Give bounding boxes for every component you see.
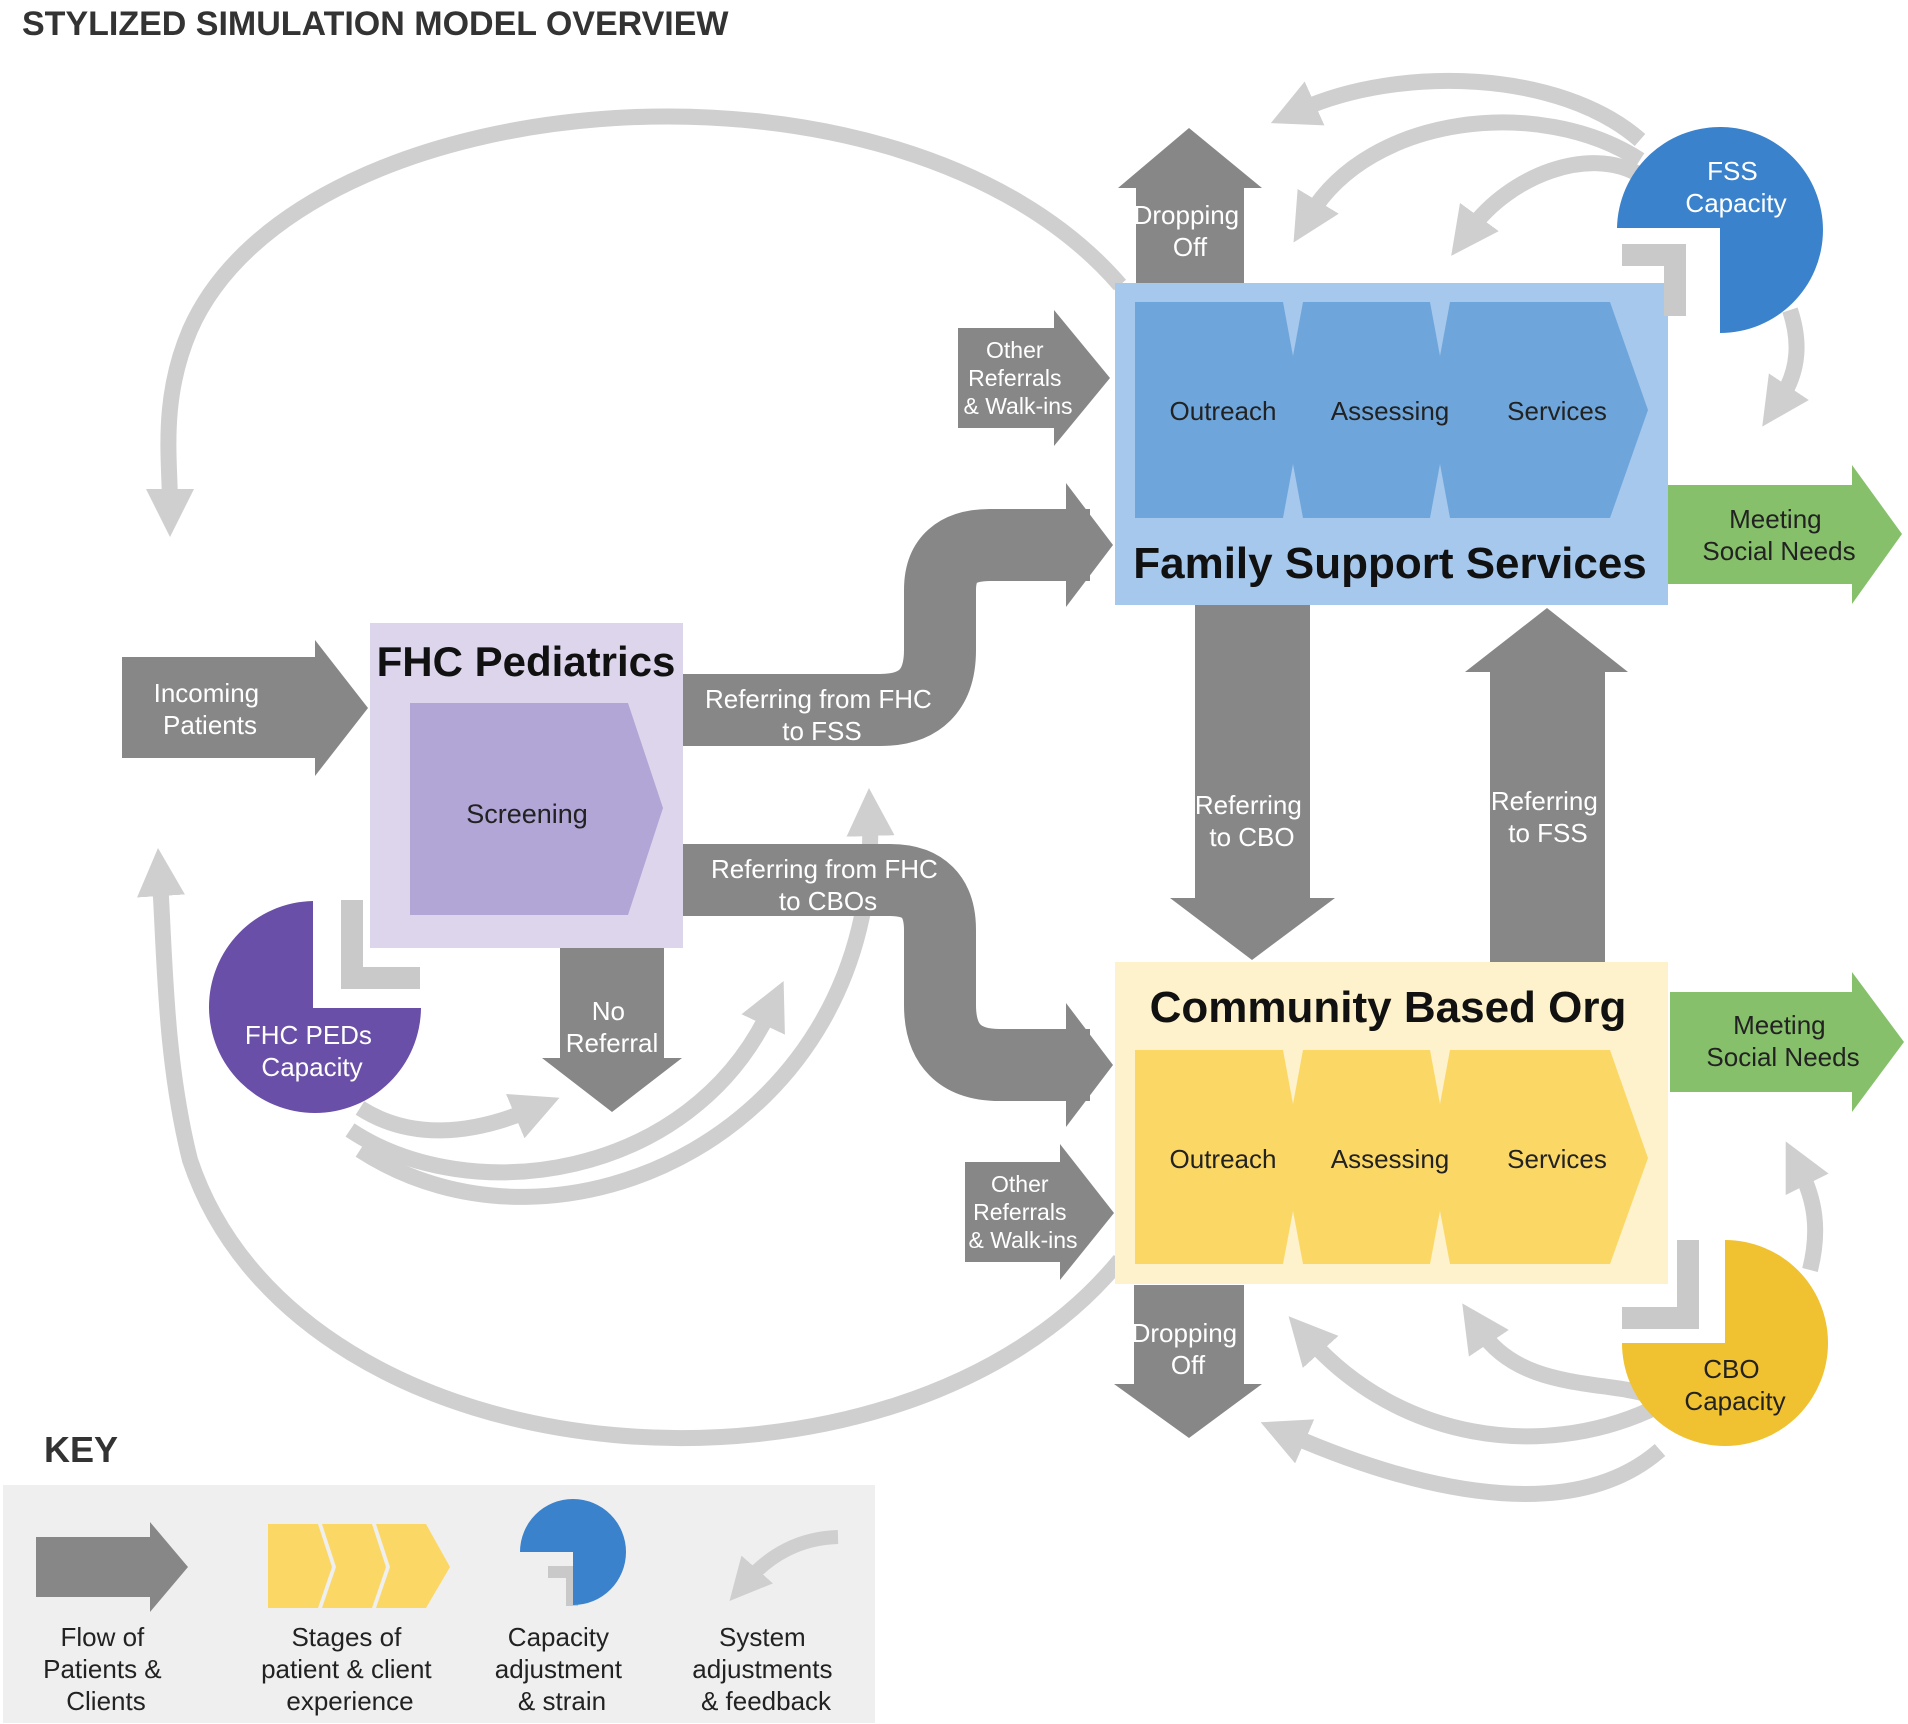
fhc-title: FHC Pediatrics	[377, 638, 676, 685]
cbo-meeting-social-needs-label: Meeting Social Needs	[1706, 1010, 1859, 1072]
fhc-screening-chevron	[410, 703, 663, 915]
diagram-title: STYLIZED SIMULATION MODEL OVERVIEW	[22, 5, 729, 43]
stages-chevron-icon	[268, 1524, 332, 1608]
cbo-dropping-off-label: Dropping Off	[1132, 1318, 1245, 1380]
meeting-social-needs-arrows: Meeting Social Needs Meeting Social Need…	[1668, 465, 1904, 1112]
fhc-stage-screening: Screening	[466, 799, 588, 829]
feedback-loop-cbo-capacity-4	[1785, 1141, 1829, 1272]
key-label-stages: Stages of patient & client experience	[261, 1622, 439, 1716]
feedback-loop-fhc-capacity-1	[355, 1093, 560, 1139]
feedback-loop-cbo-capacity-1	[1260, 1419, 1666, 1502]
cbo-capacity-pie-shape	[1622, 1240, 1828, 1446]
capacity-pies: FSS Capacity CBO Capacity FHC PEDs Capac…	[209, 127, 1828, 1446]
fhc-capacity-strain-chevron	[341, 900, 420, 989]
feedback-loop-fss-capacity-3	[1451, 155, 1645, 256]
fhc-to-cbos-flow-path	[683, 844, 1090, 1101]
incoming-patients-label: Incoming Patients	[154, 678, 267, 740]
fss-dropping-off-arrow	[1118, 128, 1262, 283]
capacity-strain-icon	[548, 1566, 578, 1606]
cbo-capacity-label: CBO Capacity	[1684, 1354, 1785, 1416]
fss-to-cbo-label: Referring to CBO	[1195, 790, 1309, 852]
fss-capacity-pie-shape	[1617, 127, 1823, 334]
fss-other-referrals-label: Other Referrals & Walk-ins	[963, 337, 1072, 419]
fhc-pediatrics-box: FHC Pediatrics Screening	[370, 623, 683, 948]
cbo-dropping-off-arrow	[1114, 1285, 1262, 1438]
fss-stage-assessing-chevron	[1283, 302, 1450, 518]
cbo-stage-assessing: Assessing	[1331, 1144, 1450, 1174]
flow-arrow-icon	[36, 1522, 188, 1612]
key-label-flow: Flow of Patients & Clients	[43, 1622, 169, 1716]
fss-stage-assessing: Assessing	[1331, 396, 1450, 426]
feedback-loop-fss-to-incoming	[145, 108, 1127, 537]
key-background	[3, 1485, 875, 1723]
fhc-to-cbos-label: Referring from FHC to CBOs	[711, 854, 945, 916]
fss-capacity-strain-chevron	[1622, 244, 1686, 316]
flow-arrows: Incoming Patients Referring from FHC to …	[122, 128, 1628, 1438]
cbo-stage-outreach: Outreach	[1170, 1144, 1277, 1174]
key-label-capacity: Capacity adjustment & strain	[495, 1622, 629, 1716]
fss-dropping-off-label: Dropping Off	[1134, 200, 1247, 262]
feedback-loop-cbo-to-incoming	[137, 848, 1127, 1446]
feedback-arrow-icon	[729, 1530, 839, 1602]
stages-chevron-icon-2	[322, 1524, 386, 1608]
fss-box: Outreach Assessing Services Family Suppo…	[1115, 283, 1668, 605]
fss-stage-outreach-chevron	[1135, 302, 1303, 518]
no-referral-label: No Referral	[566, 996, 658, 1058]
feedback-loop-cbo-capacity-3	[1462, 1303, 1653, 1403]
cbo-to-fss-label: Referring to FSS	[1491, 786, 1605, 848]
cbo-box: Community Based Org Outreach Assessing S…	[1115, 962, 1668, 1284]
feedback-loop-fss-capacity-1	[1270, 72, 1646, 147]
fhc-to-cbos-arrowhead	[1066, 1003, 1113, 1127]
incoming-patients-arrow	[122, 640, 368, 776]
fhc-to-fss-arrowhead	[1066, 483, 1113, 607]
stages-chevron-icon-3	[376, 1524, 450, 1608]
cbo-to-fss-arrow	[1465, 608, 1628, 962]
key-label-feedback: System adjustments & feedback	[692, 1622, 839, 1716]
cbo-title: Community Based Org	[1150, 983, 1627, 1032]
cbo-other-referrals-label: Other Referrals & Walk-ins	[968, 1171, 1077, 1253]
cbo-stage-outreach-chevron	[1135, 1050, 1303, 1264]
fhc-to-fss-flow-path	[683, 509, 1090, 746]
feedback-loop-fhc-capacity-3	[355, 788, 895, 1205]
fss-stage-services-chevron	[1430, 302, 1648, 518]
key-title: KEY	[44, 1429, 118, 1470]
no-referral-arrow	[542, 948, 682, 1112]
cbo-stage-services-chevron	[1430, 1050, 1648, 1264]
fss-meeting-social-needs-arrow	[1668, 465, 1902, 604]
capacity-pie-icon	[520, 1499, 626, 1605]
cbo-meeting-social-needs-arrow	[1670, 972, 1904, 1112]
fss-capacity-label: FSS Capacity	[1685, 156, 1786, 218]
fss-title: Family Support Services	[1133, 539, 1647, 588]
fss-meeting-social-needs-label: Meeting Social Needs	[1702, 504, 1855, 566]
key-legend: KEY Flow of Patients & Clients Stages of…	[3, 1429, 875, 1723]
fss-to-cbo-arrow	[1170, 605, 1335, 960]
fhc-to-fss-label: Referring from FHC to FSS	[705, 684, 939, 746]
fhc-capacity-label: FHC PEDs Capacity	[245, 1020, 379, 1082]
fhc-capacity-pie-shape	[209, 901, 421, 1113]
fss-other-referrals-arrow	[958, 310, 1110, 446]
cbo-stage-services: Services	[1507, 1144, 1607, 1174]
fss-stage-outreach: Outreach	[1170, 396, 1277, 426]
fss-stage-services: Services	[1507, 396, 1607, 426]
cbo-other-referrals-arrow	[965, 1144, 1114, 1280]
feedback-loop-fss-capacity-4	[1762, 307, 1809, 427]
feedback-loop-fhc-capacity-2	[345, 981, 785, 1181]
feedback-loop-cbo-capacity-2	[1288, 1316, 1654, 1445]
cbo-stage-assessing-chevron	[1283, 1050, 1450, 1264]
feedback-loop-fss-capacity-2	[1293, 114, 1645, 243]
cbo-capacity-strain-chevron	[1622, 1240, 1699, 1329]
feedback-loops	[137, 72, 1829, 1502]
